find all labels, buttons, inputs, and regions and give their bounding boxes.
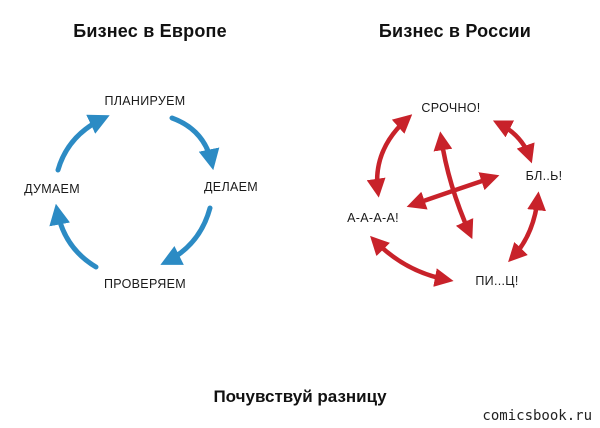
step-check: ПРОВЕРЯЕМ — [104, 277, 186, 291]
caption: Почувствуй разницу — [213, 387, 387, 406]
chaos-arrow-bottom — [370, 235, 454, 287]
cycle-arrow-plan-to-do — [169, 115, 220, 171]
cycle-arrow-check-to-think — [49, 203, 99, 270]
russia-title: Бизнес в России — [378, 21, 532, 41]
watermark: comicsbook.ru — [482, 408, 592, 424]
europe-title: Бизнес в Европе — [73, 21, 227, 41]
state-curse: БЛ..Ь! — [525, 169, 563, 183]
step-think: ДУМАЕМ — [24, 182, 80, 196]
chaos-arrow-horizontal — [406, 172, 500, 210]
cycle-arrow-do-to-check — [160, 205, 213, 265]
step-plan: ПЛАНИРУЕМ — [104, 94, 186, 108]
chaos-arrow-right-upper — [492, 120, 535, 164]
state-urgent: СРОЧНО! — [421, 101, 481, 115]
cycle-arrow-think-to-plan — [55, 114, 110, 173]
state-panic: А-А-А-А! — [347, 211, 399, 225]
chaos-arrow-right-lower — [508, 191, 547, 263]
chaos-arrow-left-upper — [366, 114, 413, 198]
step-do: ДЕЛАЕМ — [204, 180, 258, 194]
state-disaster: ПИ...Ц! — [475, 274, 519, 288]
